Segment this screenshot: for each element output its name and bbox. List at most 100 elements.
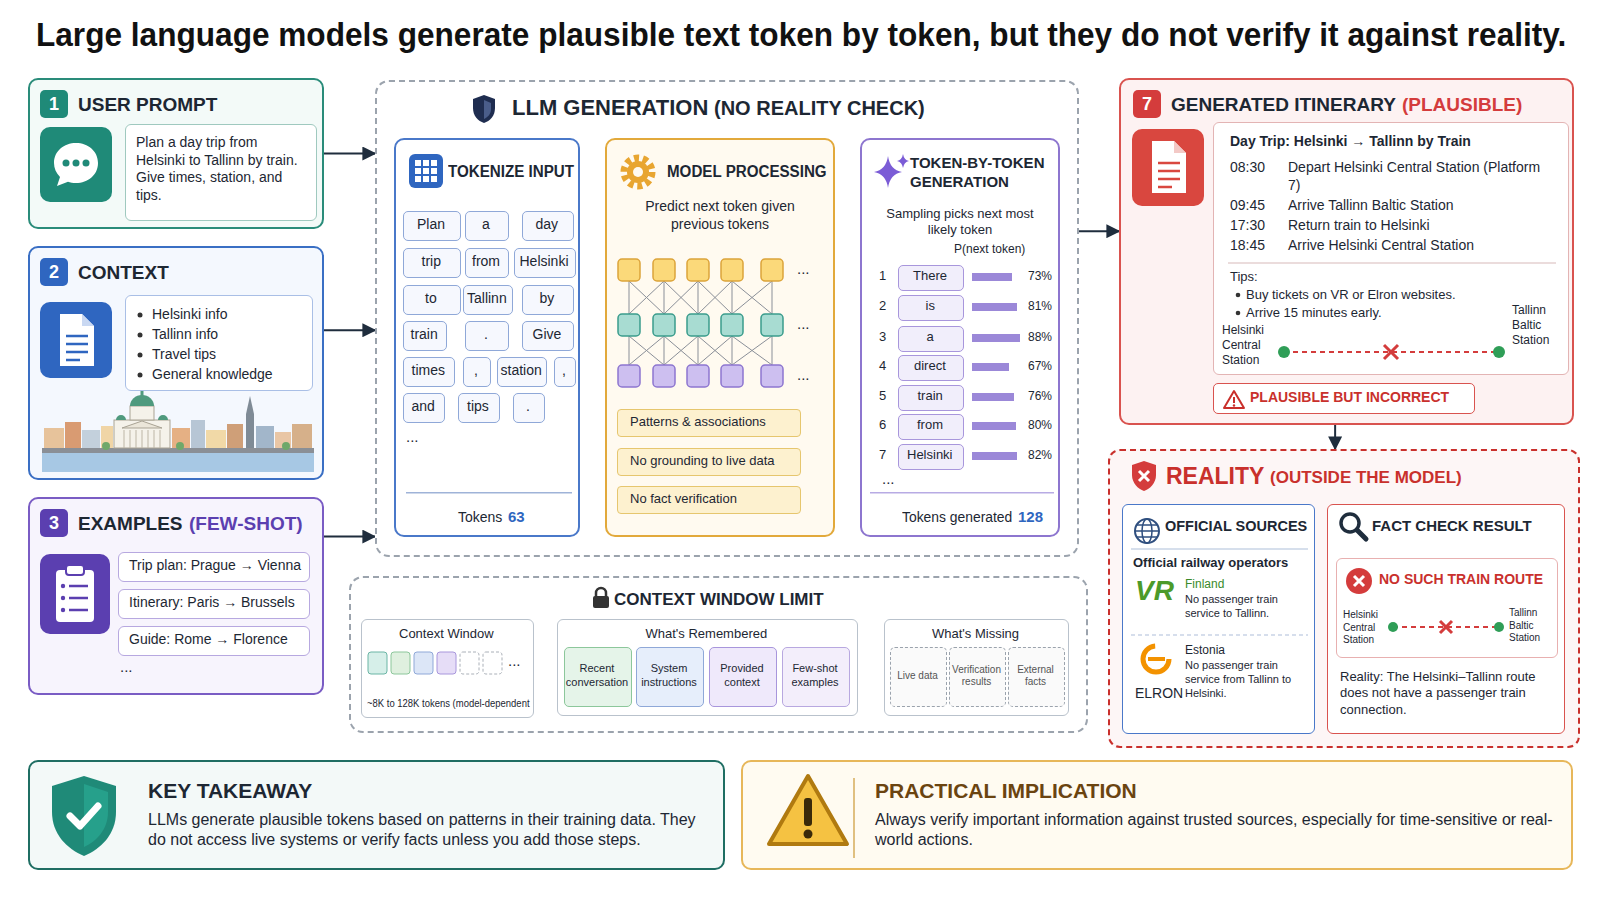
label-text: 63 bbox=[508, 508, 525, 527]
grid-icon bbox=[409, 154, 443, 188]
token-box: direct bbox=[898, 355, 964, 381]
label-text: Helsinki Central Station bbox=[1222, 323, 1280, 368]
prompt-box: Plan a day trip from Helsinki to Tallinn… bbox=[125, 124, 317, 221]
token-blocks bbox=[437, 652, 456, 674]
label-text: Tallinn info bbox=[152, 326, 218, 344]
label-text: ... bbox=[882, 470, 895, 489]
label-text: trip bbox=[422, 253, 441, 271]
neural-network bbox=[629, 281, 664, 314]
document-icon bbox=[1174, 141, 1186, 153]
label-text: Tips: bbox=[1230, 269, 1258, 285]
probability-bars bbox=[972, 273, 1012, 281]
label-text: Guide: Rome → Florence bbox=[129, 631, 288, 649]
separator-line bbox=[870, 492, 1054, 494]
token-box: . bbox=[465, 321, 509, 351]
label-text: 73% bbox=[1028, 269, 1052, 284]
route-graphic bbox=[1440, 621, 1452, 633]
route-graphic bbox=[1494, 622, 1504, 632]
label-text: and bbox=[412, 398, 435, 416]
bullet-dots bbox=[126, 296, 156, 392]
token-box: from bbox=[465, 248, 509, 278]
probability-bars bbox=[972, 363, 1009, 371]
neural-network bbox=[614, 256, 794, 390]
warning-icon bbox=[804, 798, 812, 826]
neural-network bbox=[618, 314, 640, 336]
sparkle-icon bbox=[872, 152, 910, 194]
shield-check-icon bbox=[48, 774, 120, 858]
neural-network bbox=[664, 281, 698, 314]
bullet-dots bbox=[138, 333, 143, 338]
heading-text: (OUTSIDE THE MODEL) bbox=[1270, 467, 1462, 488]
label-text: a bbox=[482, 216, 490, 234]
neural-network bbox=[698, 281, 699, 314]
neural-network bbox=[732, 281, 772, 314]
probability-bars bbox=[972, 334, 1020, 342]
neural-network bbox=[664, 336, 665, 365]
clipboard-icon bbox=[61, 584, 65, 588]
neural-network bbox=[721, 365, 743, 387]
fact-check-box: NO SUCH TRAIN ROUTEHelsinki Central Stat… bbox=[1327, 504, 1565, 734]
heading-text: (PLAUSIBLE) bbox=[1402, 93, 1522, 117]
warning-box: PLAUSIBLE BUT INCORRECT bbox=[1213, 383, 1475, 414]
token-box: day bbox=[522, 211, 574, 241]
label-text: Plan bbox=[417, 216, 445, 234]
heading-text: FACT CHECK RESULT bbox=[1372, 517, 1532, 536]
token-box: . bbox=[513, 393, 545, 423]
heading-text: PRACTICAL IMPLICATION bbox=[875, 778, 1137, 804]
flow-arrow bbox=[324, 329, 375, 331]
lock-icon bbox=[593, 596, 609, 608]
neural-network bbox=[629, 281, 630, 314]
helsinki-skyline bbox=[114, 420, 170, 448]
heading-text: MODEL PROCESSING bbox=[667, 162, 827, 182]
probability-bars bbox=[972, 303, 1017, 311]
flow-arrow bbox=[1334, 425, 1336, 449]
memory-item: Recent conversation bbox=[564, 647, 632, 707]
token-blocks bbox=[483, 652, 502, 674]
label-text: train bbox=[918, 388, 943, 404]
label-text: Helsinki bbox=[907, 447, 953, 463]
example-box: Itinerary: Paris → Brussels bbox=[118, 589, 310, 619]
label-text: Live data bbox=[891, 670, 944, 683]
llm-panel: PlanadaytripfromHelsinkitoTallinnbytrain… bbox=[375, 80, 1079, 557]
warning-icon bbox=[1233, 397, 1235, 403]
callout-number: 2 bbox=[40, 258, 68, 286]
memory-item: Provided context bbox=[709, 647, 777, 707]
separator-line bbox=[870, 492, 1054, 494]
helsinki-skyline bbox=[102, 442, 110, 450]
neural-network bbox=[629, 281, 664, 314]
label-text: NO SUCH TRAIN ROUTE bbox=[1379, 571, 1543, 589]
token-box: from bbox=[898, 414, 964, 440]
label-text: 08:30 bbox=[1230, 159, 1265, 177]
reality-panel: OFFICIAL SOURCESOfficial railway operato… bbox=[1108, 449, 1580, 748]
neural-network bbox=[687, 259, 709, 281]
heading-text: (NO REALITY CHECK) bbox=[714, 96, 925, 121]
heading-text: OFFICIAL SOURCES bbox=[1165, 517, 1307, 536]
callout-number: 3 bbox=[40, 509, 68, 537]
label-text: Patterns & associations bbox=[630, 414, 766, 430]
neural-network bbox=[721, 314, 743, 336]
token-box: Give bbox=[522, 321, 574, 351]
label-text: ELRON bbox=[1135, 685, 1183, 703]
document-icon bbox=[60, 314, 94, 366]
label-text: a bbox=[927, 329, 934, 345]
neural-network bbox=[664, 336, 698, 365]
warning-icon bbox=[1223, 389, 1245, 410]
shield-icon bbox=[1139, 471, 1149, 481]
grid-icon bbox=[415, 176, 421, 182]
heading-text: GENERATED ITINERARY bbox=[1171, 93, 1396, 117]
clipboard-icon bbox=[69, 586, 88, 610]
label-text: Few-shot examples bbox=[783, 662, 847, 690]
memory-box: Recent conversationSystem instructionsPr… bbox=[557, 619, 858, 716]
label-text: Context Window bbox=[399, 626, 494, 642]
label-text: 82% bbox=[1028, 448, 1052, 463]
token-box: Helsinki bbox=[514, 248, 576, 278]
clipboard-icon bbox=[61, 596, 65, 600]
itinerary-doc: Day Trip: Helsinki → Tallinn by Train08:… bbox=[1213, 122, 1569, 375]
label-text: 1 bbox=[879, 268, 886, 284]
neural-network bbox=[664, 336, 698, 365]
shield-icon bbox=[1130, 460, 1158, 492]
token-blocks bbox=[414, 652, 433, 674]
chat-icon bbox=[54, 143, 98, 186]
label-text: There bbox=[913, 268, 947, 284]
token-blocks bbox=[366, 650, 506, 676]
